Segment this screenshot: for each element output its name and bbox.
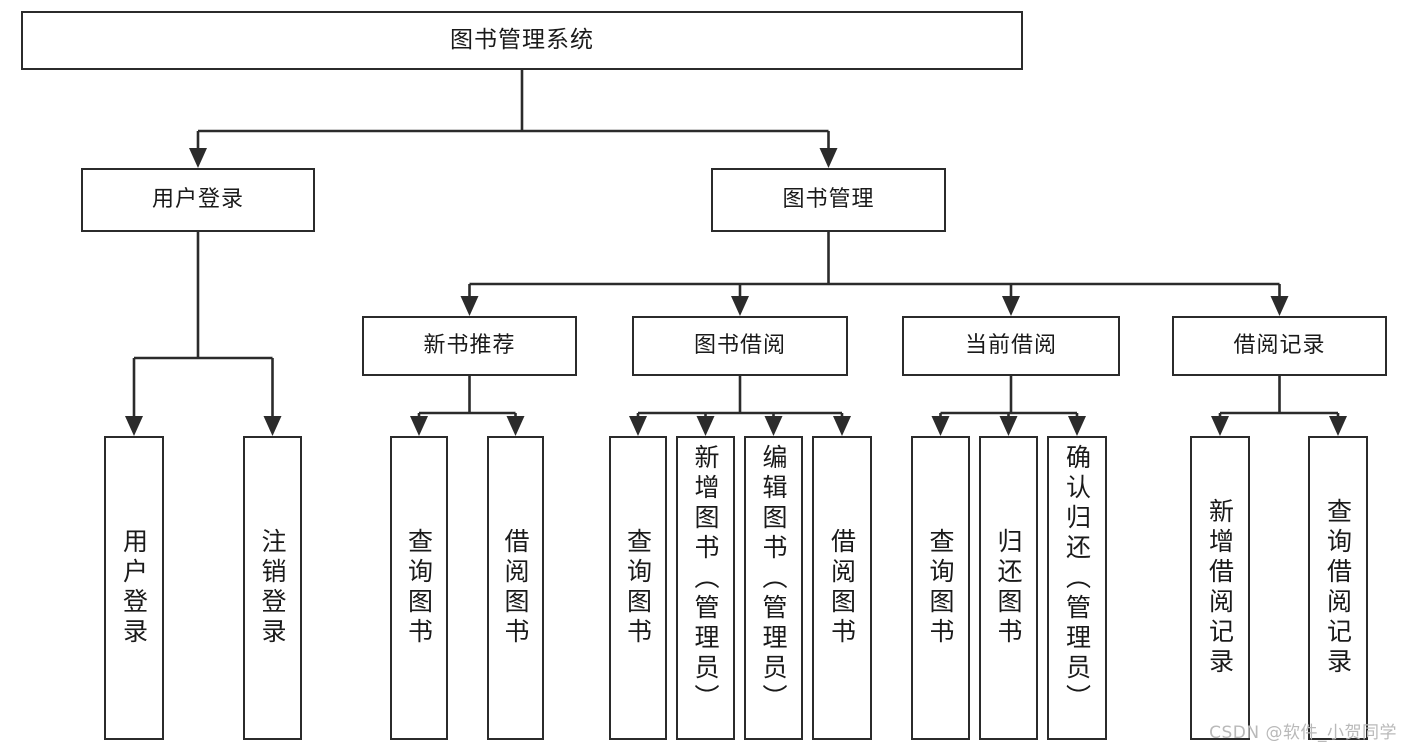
node-leaf-return-book-label: 归还图书 <box>994 528 1023 648</box>
node-leaf-borrow-book-2[interactable]: 借阅图书 <box>812 436 872 740</box>
node-borrow-record-label: 借阅记录 <box>1233 333 1326 359</box>
node-root[interactable]: 图书管理系统 <box>21 11 1023 70</box>
node-book-borrow[interactable]: 图书借阅 <box>632 316 848 376</box>
node-leaf-add-record[interactable]: 新增借阅记录 <box>1190 436 1250 740</box>
node-leaf-query-book-2-label: 查询图书 <box>623 528 653 648</box>
node-leaf-return-book[interactable]: 归还图书 <box>979 436 1038 740</box>
node-root-label: 图书管理系统 <box>450 26 594 53</box>
node-leaf-add-book-label: 新增图书（管理员） <box>691 444 720 714</box>
watermark: CSDN @软件_小贺同学 <box>1209 723 1397 743</box>
node-leaf-add-record-label: 新增借阅记录 <box>1205 498 1235 678</box>
node-leaf-edit-book[interactable]: 编辑图书（管理员） <box>744 436 803 740</box>
node-leaf-query-book-3[interactable]: 查询图书 <box>911 436 970 740</box>
node-leaf-confirm-return[interactable]: 确认归还（管理员） <box>1047 436 1107 740</box>
node-new-book-rec[interactable]: 新书推荐 <box>362 316 577 376</box>
node-leaf-user-login[interactable]: 用户登录 <box>104 436 164 740</box>
node-borrow-record[interactable]: 借阅记录 <box>1172 316 1387 376</box>
node-leaf-borrow-book-1-label: 借阅图书 <box>501 528 530 648</box>
node-leaf-confirm-return-label: 确认归还（管理员） <box>1062 444 1092 714</box>
node-book-borrow-label: 图书借阅 <box>693 333 786 359</box>
node-leaf-user-login-label: 用户登录 <box>119 528 149 648</box>
node-leaf-borrow-book-2-label: 借阅图书 <box>827 528 857 648</box>
node-user-login[interactable]: 用户登录 <box>81 168 315 232</box>
node-new-book-rec-label: 新书推荐 <box>423 333 516 359</box>
node-leaf-add-book[interactable]: 新增图书（管理员） <box>676 436 735 740</box>
node-current-borrow[interactable]: 当前借阅 <box>902 316 1120 376</box>
node-leaf-query-book-1-label: 查询图书 <box>404 528 434 648</box>
node-book-manage-label: 图书管理 <box>782 187 875 213</box>
node-leaf-borrow-book-1[interactable]: 借阅图书 <box>487 436 544 740</box>
node-current-borrow-label: 当前借阅 <box>964 333 1057 359</box>
node-leaf-query-book-3-label: 查询图书 <box>926 528 955 648</box>
node-book-manage[interactable]: 图书管理 <box>711 168 946 232</box>
node-leaf-edit-book-label: 编辑图书（管理员） <box>759 444 788 714</box>
node-leaf-query-record[interactable]: 查询借阅记录 <box>1308 436 1368 740</box>
node-leaf-query-book-2[interactable]: 查询图书 <box>609 436 667 740</box>
node-leaf-user-logout-label: 注销登录 <box>258 528 287 648</box>
node-user-login-label: 用户登录 <box>151 187 244 213</box>
node-leaf-user-logout[interactable]: 注销登录 <box>243 436 302 740</box>
node-leaf-query-book-1[interactable]: 查询图书 <box>390 436 448 740</box>
node-leaf-query-record-label: 查询借阅记录 <box>1323 498 1353 678</box>
